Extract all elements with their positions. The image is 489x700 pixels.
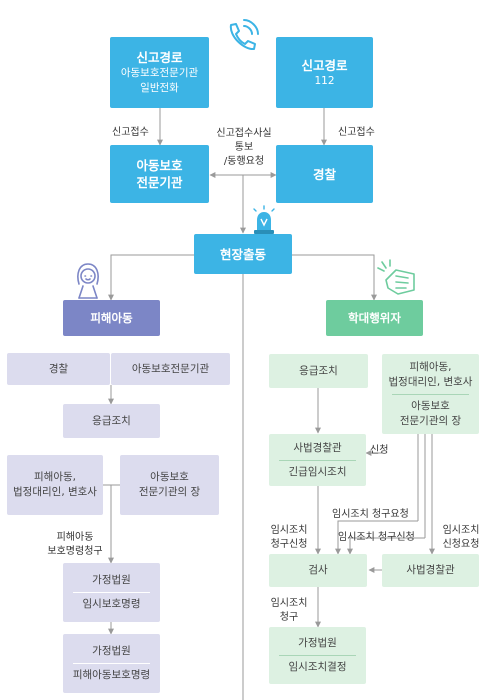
victim-protection-request-label: 피해아동 보호명령청구 — [44, 531, 106, 559]
offender-label: 학대행위자 — [348, 311, 401, 325]
report-route-line: 일반전화 — [140, 82, 179, 94]
left-court-victim-line: 피해아동보호명령 — [72, 669, 151, 681]
right-agency-head-line: 전문기관의 장 — [399, 414, 462, 427]
right-judicial-emergency-box: 사법경찰관 긴급임시조치 — [269, 434, 366, 486]
left-court-victim-line: 가정법원 — [92, 645, 131, 657]
left-police-box: 경찰 — [7, 353, 110, 385]
temp-apply-request-label: 임시조치 신청요청 — [436, 524, 486, 552]
notify-label-line: 신고접수사실 — [216, 128, 272, 139]
notify-label-line: /동행요청 — [223, 156, 265, 167]
agency-line: 전문기관 — [136, 175, 183, 190]
left-emergency-box: 응급조치 — [63, 404, 160, 438]
right-emergency-box: 응급조치 — [269, 354, 368, 388]
right-judicial-line: 긴급임시조치 — [288, 465, 347, 478]
left-agency-label: 아동보호전문기관 — [131, 362, 210, 375]
right-agency-head-line: 아동보호 — [411, 399, 450, 412]
siren-icon — [253, 205, 275, 234]
phone-icon — [229, 19, 259, 51]
prosecutor-label: 검사 — [308, 564, 328, 576]
left-agency-head-box: 아동보호 전문기관의 장 — [120, 455, 219, 515]
left-victim-rep-box: 피해아동, 법정대리인, 변호사 — [7, 455, 103, 515]
left-agency-box: 아동보호전문기관 — [111, 353, 230, 385]
temp-claim-line: 청구 — [279, 612, 299, 623]
divider — [72, 592, 151, 593]
prosecutor-box: 검사 — [269, 554, 367, 587]
temp-claim-label: 임시조치 청구 — [264, 597, 314, 625]
temp-claim-apply-label: 임시조치 청구신청 — [338, 532, 415, 543]
right-judicial-line: 사법경찰관 — [293, 441, 342, 454]
divider — [391, 393, 470, 395]
notify-label-line: 통보 — [234, 142, 254, 153]
temp-claim-request-label: 임시조치 청구요청 — [332, 509, 409, 520]
report-received-label: 신고접수 — [338, 127, 375, 138]
report-route-line: 아동보호전문기관 — [120, 67, 199, 79]
divider — [278, 459, 357, 461]
dispatch-box: 현장출동 — [194, 234, 292, 274]
report-received-label: 신고접수 — [112, 127, 149, 138]
child-icon — [77, 263, 99, 299]
report-route-title: 신고경로 — [301, 57, 348, 73]
left-agency-head-line: 전문기관의 장 — [138, 486, 201, 498]
offender-hand-icon — [377, 259, 415, 295]
right-emergency-label: 응급조치 — [299, 364, 338, 377]
temp-request-line: 청구신청 — [270, 539, 308, 550]
divider — [278, 655, 357, 656]
police-label: 경찰 — [312, 166, 336, 182]
right-victim-rep-line: 피해아동, — [409, 360, 452, 373]
report-route-box-2: 신고경로 112 — [276, 37, 373, 108]
temp-request-line: 임시조치 — [270, 525, 308, 536]
temp-apply-request-line: 임시조치 — [442, 525, 480, 536]
right-rep-agency-box: 피해아동, 법정대리인, 변호사 아동보호 전문기관의 장 — [382, 354, 479, 434]
temp-apply-request-line: 신청요청 — [442, 539, 480, 550]
victim-protection-request-line: 보호명령청구 — [47, 546, 103, 557]
left-court-temp-box: 가정법원 임시보호명령 — [63, 563, 160, 622]
left-court-temp-line: 임시보호명령 — [82, 598, 141, 610]
left-police-label: 경찰 — [48, 362, 69, 375]
left-agency-head-line: 아동보호 — [150, 471, 189, 483]
victim-child-label: 피해아동 — [90, 311, 133, 325]
offender-header: 학대행위자 — [326, 300, 423, 336]
temp-request-label: 임시조치 청구신청 — [264, 524, 314, 552]
victim-protection-request-line: 피해아동 — [56, 532, 94, 543]
victim-child-header: 피해아동 — [63, 300, 160, 336]
right-judicial-police-box: 사법경찰관 — [382, 554, 479, 587]
notify-label: 신고접수사실 통보 /동행요청 — [204, 127, 284, 169]
agency-line: 아동보호 — [136, 158, 183, 173]
left-victim-rep-line: 법정대리인, 변호사 — [13, 486, 97, 498]
right-court-line: 임시조치결정 — [288, 661, 347, 673]
right-judicial-police-label: 사법경찰관 — [406, 564, 455, 576]
police-box: 경찰 — [276, 145, 373, 203]
report-route-box-1: 신고경로 아동보호전문기관 일반전화 — [110, 37, 209, 108]
temp-claim-line: 임시조치 — [270, 598, 308, 609]
left-court-temp-line: 가정법원 — [92, 574, 131, 586]
dispatch-label: 현장출동 — [219, 246, 266, 262]
child-protection-agency-box: 아동보호 전문기관 — [110, 145, 209, 203]
right-court-box: 가정법원 임시조치결정 — [269, 627, 366, 684]
report-route-line: 112 — [314, 74, 335, 87]
right-victim-rep-line: 법정대리인, 변호사 — [388, 375, 473, 388]
left-emergency-label: 응급조치 — [92, 414, 131, 427]
right-court-line: 가정법원 — [298, 637, 337, 649]
divider — [72, 663, 151, 664]
report-route-title: 신고경로 — [136, 50, 183, 65]
apply-label: 신청 — [370, 445, 389, 456]
left-victim-rep-line: 피해아동, — [34, 471, 76, 483]
left-court-victim-box: 가정법원 피해아동보호명령 — [63, 634, 160, 693]
